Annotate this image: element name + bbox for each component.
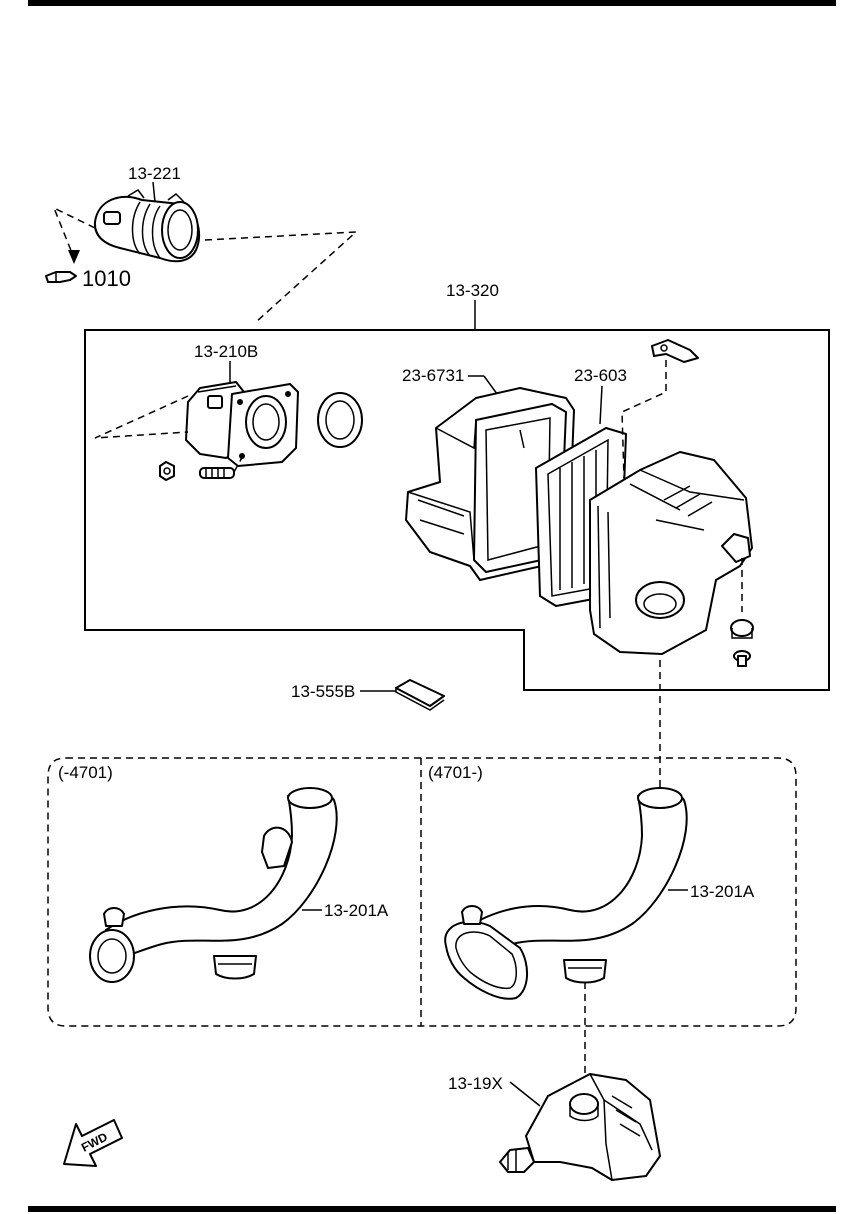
part-13-201a-duct-right <box>444 787 688 1000</box>
ref-dash-13-210b <box>94 395 189 439</box>
top-border-rule <box>28 0 836 6</box>
label-group-post-4701: (4701-) <box>428 763 483 782</box>
part-rubber-grommet <box>730 619 754 639</box>
part-13-210b-meter-body <box>185 381 299 467</box>
part-13-201a-duct-left <box>89 787 338 983</box>
part-bolt-case <box>733 650 751 667</box>
label-23-6731: 23-6731 <box>402 366 464 385</box>
part-13-19x-resonator <box>499 1073 661 1181</box>
leader-23-603 <box>599 385 603 425</box>
part-o-ring-gasket <box>317 392 363 448</box>
label-13-555b: 13-555B <box>291 682 355 701</box>
label-23-603: 23-603 <box>574 366 627 385</box>
label-13-320: 13-320 <box>446 281 499 300</box>
ref-dash-1010 <box>52 206 96 259</box>
ref-dash-13-221-to-body <box>204 231 359 323</box>
ref-dash-stud <box>233 453 245 473</box>
leader-13-221 <box>152 181 156 203</box>
part-nut-small <box>159 461 175 481</box>
variant-group-outline <box>47 757 797 1027</box>
label-group-pre-4701: (-4701) <box>58 763 113 782</box>
part-13-221-air-hose <box>93 189 201 263</box>
bottom-border-rule <box>28 1206 836 1212</box>
ref-arrow-1010 <box>68 250 80 264</box>
part-air-cleaner-case <box>589 451 753 655</box>
assembly-outline-13-320 <box>84 329 830 691</box>
part-13-555b-label-plate <box>395 679 445 711</box>
leader-13-19x <box>509 1081 541 1107</box>
label-13-201a-left: 13-201A <box>324 901 389 920</box>
part-stud-bolt <box>199 467 235 479</box>
part-hose-clip <box>651 339 699 363</box>
label-13-201a-right: 13-201A <box>690 882 755 901</box>
fwd-arrow-icon <box>63 1119 123 1167</box>
label-13-19x: 13-19X <box>448 1074 503 1093</box>
pointing-hand-icon <box>45 271 77 283</box>
label-ref-1010: 1010 <box>82 266 131 291</box>
ref-dash-clip <box>621 360 667 479</box>
label-13-221: 13-221 <box>128 164 181 183</box>
label-13-210b: 13-210B <box>194 342 258 361</box>
